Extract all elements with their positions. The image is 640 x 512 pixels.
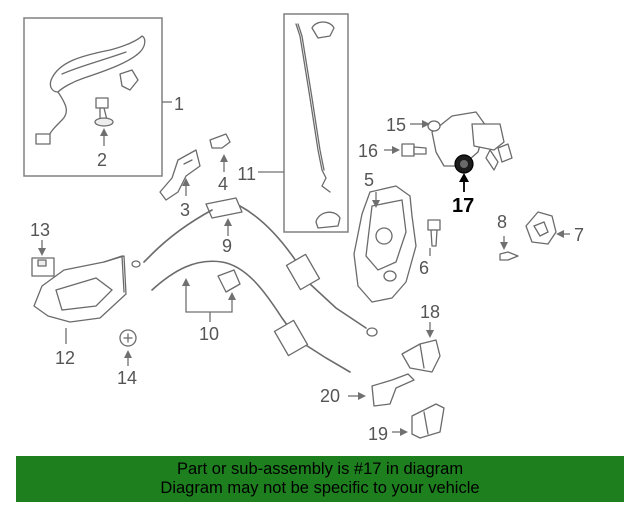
callout-10: 10 [199, 324, 219, 344]
part-3-bracket [159, 149, 201, 201]
part-1-outside-handle-group [23, 17, 172, 177]
part-10-cable [131, 260, 351, 373]
part-7-striker [525, 211, 570, 245]
callout-8: 8 [497, 212, 507, 232]
callout-5: 5 [364, 170, 374, 190]
part-13-bumper [31, 240, 55, 277]
part-9-cable [143, 197, 378, 337]
callout-7: 7 [574, 225, 584, 245]
part-1-frame [23, 17, 163, 177]
part-15-lock-cylinder [410, 111, 513, 171]
callout-16: 16 [358, 141, 378, 161]
callout-14: 14 [117, 368, 137, 388]
lock-key [485, 149, 499, 171]
cable-10-sleeve [273, 319, 309, 357]
part-16-bolt [384, 143, 427, 157]
parts-diagram: 1 2 3 4 5 6 7 8 9 10 11 12 13 14 15 16 1… [23, 13, 584, 444]
part-11-frame [283, 13, 349, 233]
part-19-hinge [392, 403, 445, 439]
part-18-hinge [401, 322, 441, 373]
callout-11: 11 [237, 164, 256, 184]
bolt-2-head [95, 97, 109, 109]
callout-17: 17 [452, 195, 474, 217]
rod-clip-bottom [315, 211, 341, 229]
callout-9: 9 [222, 236, 232, 256]
callout-4: 4 [218, 174, 228, 194]
part-5-door-latch [353, 185, 417, 303]
part-14-screw [119, 329, 137, 366]
callout-12: 12 [55, 348, 75, 368]
part-11-rod-group [258, 13, 349, 233]
part-8-screw [499, 236, 519, 261]
part-20-check [348, 373, 415, 407]
part-12-inside-handle [33, 255, 127, 344]
callout-13: 13 [30, 220, 50, 240]
part-6-bolt [427, 219, 441, 256]
callout-2: 2 [97, 150, 107, 170]
lock-tumbler [471, 123, 505, 151]
handle-connector [35, 133, 51, 145]
part-4-clip [209, 133, 231, 172]
callout-6: 6 [419, 258, 429, 278]
callout-3: 3 [180, 200, 190, 220]
lock-rod [295, 23, 331, 193]
banner-line-2: Diagram may not be specific to your vehi… [160, 479, 480, 497]
part-17-gasket [454, 154, 474, 192]
callout-18: 18 [420, 302, 440, 322]
banner-line-1: Part or sub-assembly is #17 in diagram [176, 460, 464, 478]
callout-15: 15 [386, 115, 406, 135]
cable-9-sleeve [285, 253, 321, 291]
callout-20: 20 [320, 386, 340, 406]
cable-9-bracket [205, 197, 243, 219]
cable-10-clip [217, 269, 241, 293]
info-banner: Part or sub-assembly is #17 in diagram D… [16, 456, 624, 502]
callout-19: 19 [368, 424, 388, 444]
rod-clip-top [311, 21, 335, 39]
callout-1: 1 [174, 94, 184, 114]
callout-labels: 1 2 3 4 5 6 7 8 9 10 11 12 13 14 15 16 1… [30, 94, 584, 444]
handle-clip [119, 69, 139, 91]
